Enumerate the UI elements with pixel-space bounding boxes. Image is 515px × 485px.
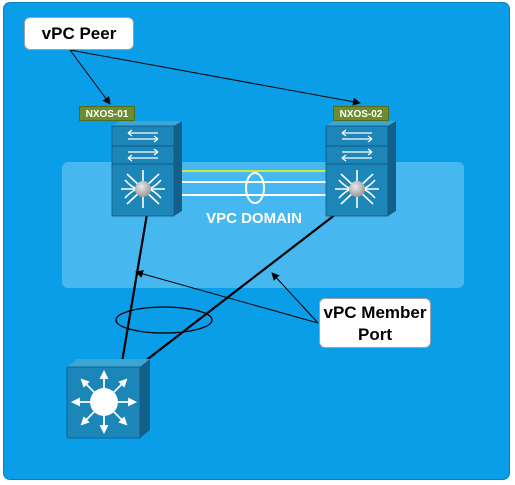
member-link-2 [139, 213, 337, 366]
callout-arrow [69, 49, 111, 105]
nexus-switch-icon [325, 121, 396, 217]
callout-arrow [135, 270, 319, 324]
vpc-peer-callout: vPC Peer [24, 17, 134, 50]
vpc-domain-label: VPC DOMAIN [206, 210, 302, 227]
port-channel-ring [245, 172, 265, 204]
switch-label-nxos-02: NXOS-02 [333, 106, 389, 121]
nexus-switch-icon [111, 121, 182, 217]
port-channel-ring [115, 306, 213, 334]
switch-label-nxos-01: NXOS-01 [79, 106, 135, 121]
layer3-switch-icon [66, 359, 150, 439]
callout-arrow [271, 272, 319, 324]
vpc-member-port-label: vPC Member Port [323, 303, 427, 344]
callout-arrow [69, 49, 361, 106]
vpc-member-port-callout: vPC Member Port [319, 298, 431, 348]
member-link-1 [120, 213, 149, 363]
